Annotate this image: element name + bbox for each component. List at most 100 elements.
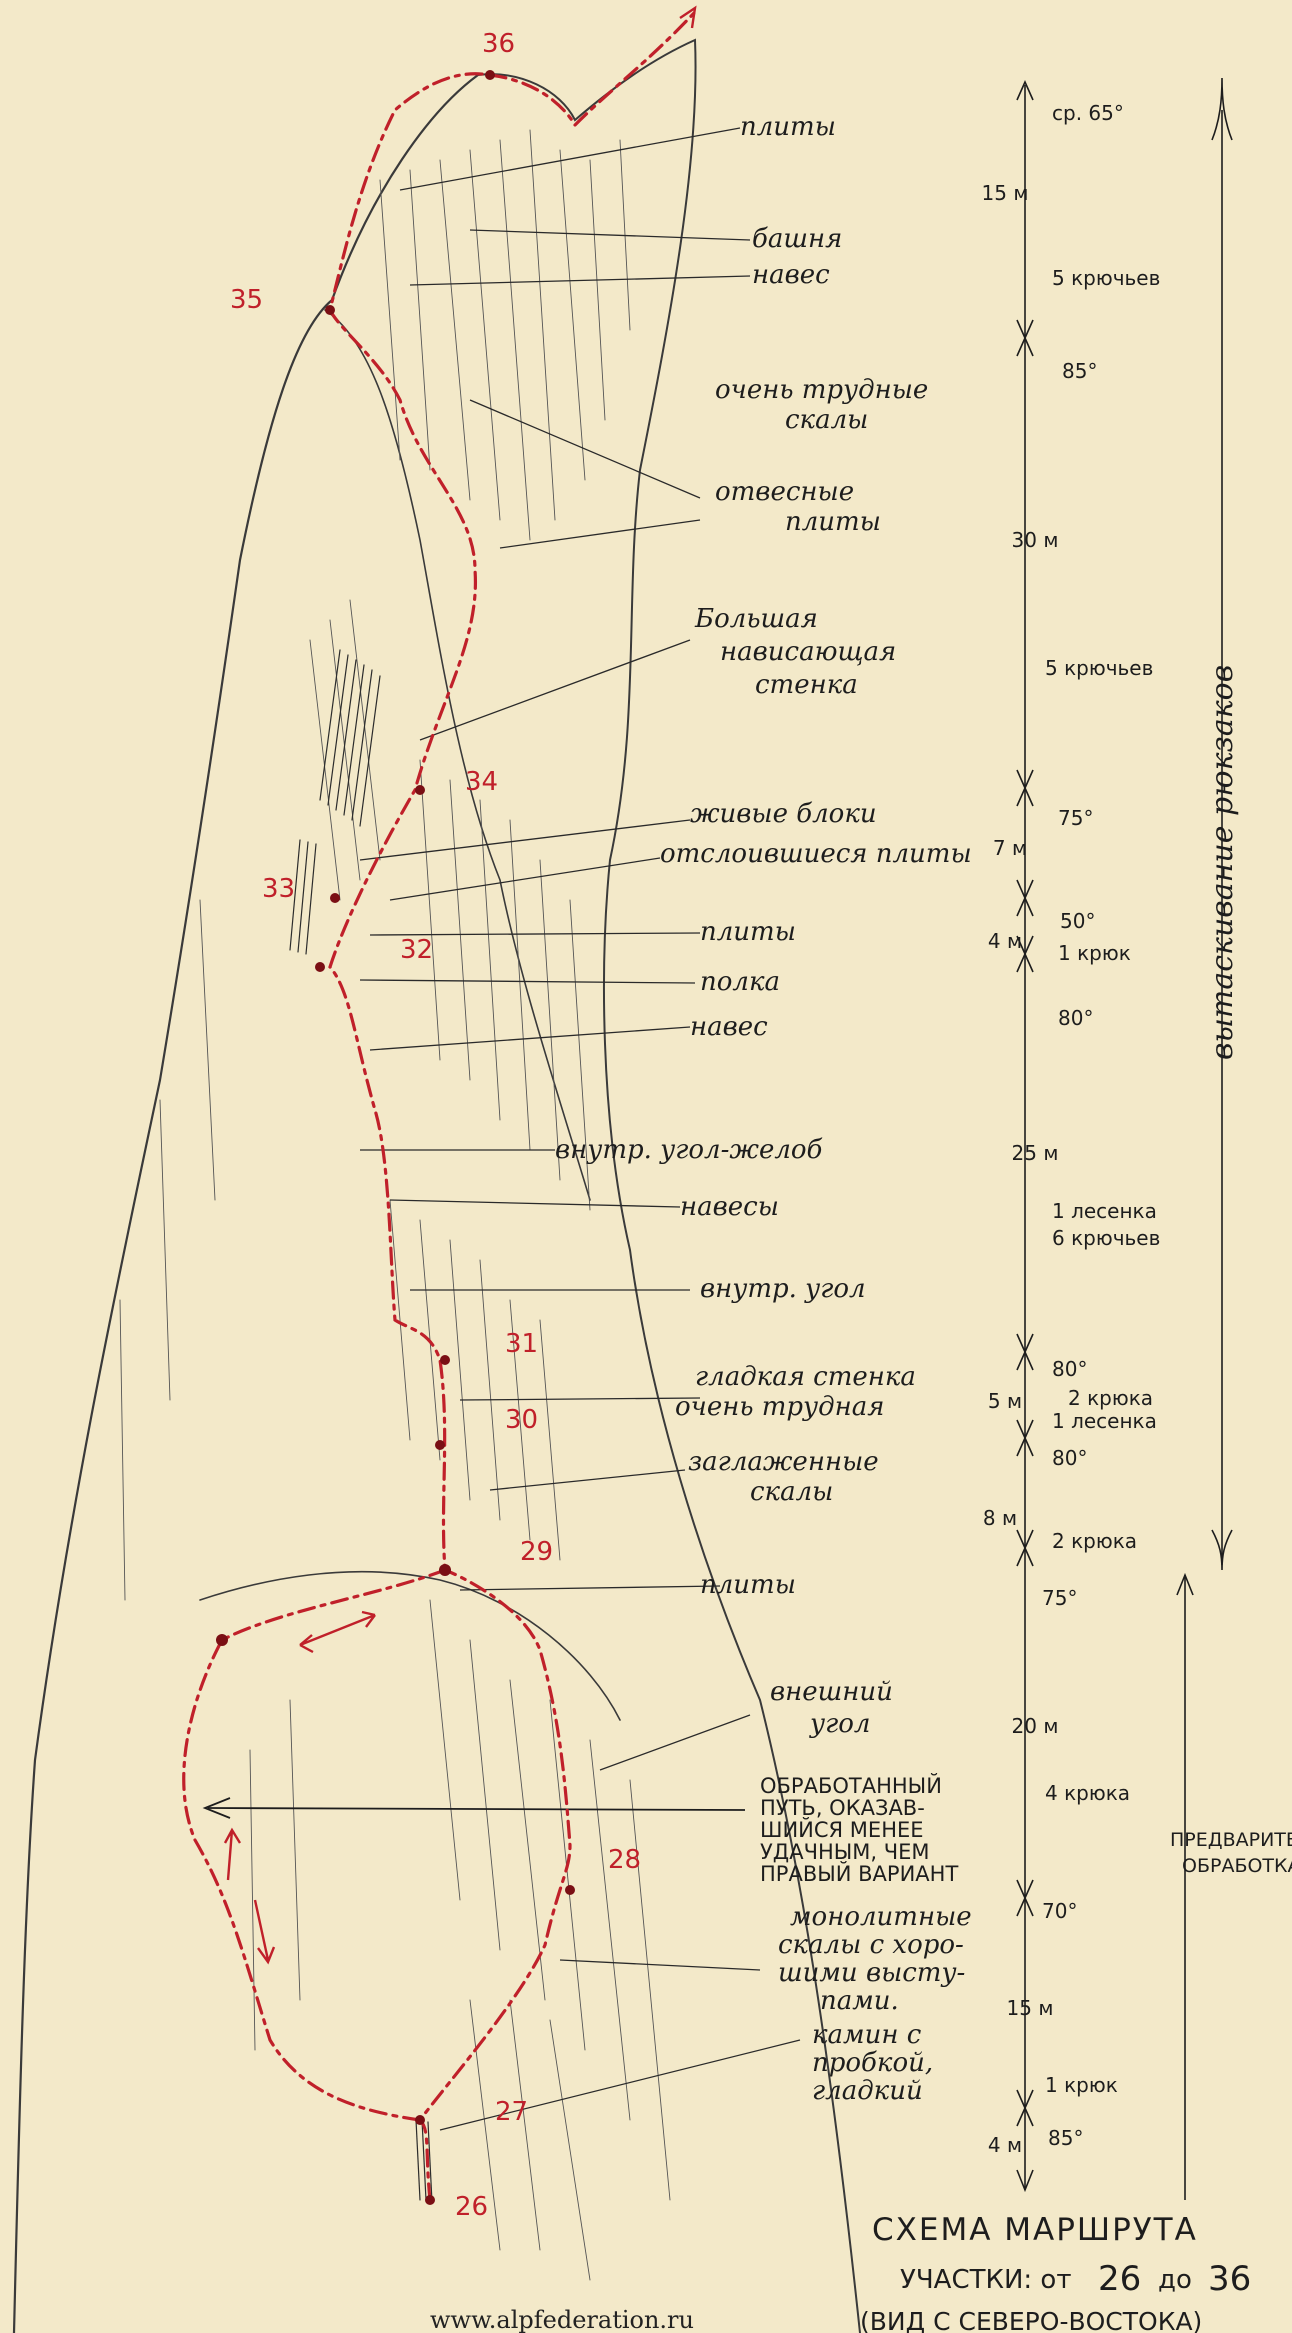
scale-ladder-1b: 1 лесенка (1052, 1409, 1157, 1433)
label-chimney-1: камин с (812, 2020, 922, 2050)
route-point-26 (425, 2195, 435, 2205)
scale-top-arrowhead (1016, 80, 1034, 101)
scale-len-15m-low: 15 м (1007, 1996, 1054, 2020)
label-plity-mid: плиты (700, 917, 796, 947)
label-monolithic-3: шими высту- (778, 1958, 965, 1988)
leader-lines (359, 127, 801, 2131)
label-monolithic-4: пами. (820, 1986, 899, 2016)
route-point-31 (440, 1355, 450, 1365)
label-vertical-slabs-2: плиты (785, 507, 881, 537)
route-point-27 (415, 2115, 425, 2125)
scale-ladder-1a: 1 лесенка (1052, 1199, 1157, 1223)
preprocessing-note-1: ПРЕДВАРИТЕЛЬ (1170, 1829, 1292, 1851)
scale-division-marks (1016, 319, 1034, 2127)
scale-angle-85a: 85° (1062, 359, 1097, 383)
shaded-recess (289, 649, 433, 2203)
alt-route-arrow-head (202, 1797, 231, 1819)
label-monolithic-2: скалы с хоро- (778, 1930, 964, 1960)
point-label-30: 30 (505, 1405, 538, 1435)
label-smooth-wall-1: гладкая стенка (695, 1362, 916, 1392)
rock-outline-right-top (477, 38, 861, 2333)
label-chimney-2: пробкой, (812, 2048, 933, 2078)
scale-len-8m: 8 м (983, 1506, 1017, 1530)
label-naves-top: навес (752, 260, 830, 290)
title-block: СХЕМА МАРШРУТА УЧАСТКИ: от 26 до 36 (ВИД… (430, 2212, 1251, 2333)
hauling-note: вытаскивание рюкзаков (1205, 665, 1240, 1060)
route-point-labels: 36 35 34 33 32 31 30 29 28 27 26 (230, 29, 641, 2222)
scale-pegs-6: 6 крючьев (1052, 1226, 1160, 1250)
label-naves-mid: навес (690, 1012, 768, 1042)
scale-angle-75a: 75° (1058, 806, 1093, 830)
route-top-arrowhead (679, 5, 697, 29)
scale-len-7m: 7 м (993, 836, 1027, 860)
route-points (216, 70, 575, 2205)
point-label-28: 28 (608, 1845, 641, 1875)
scale-pegs-4: 4 крюка (1045, 1781, 1130, 1805)
point-label-26: 26 (455, 2192, 488, 2222)
pitch-scale-labels: ср. 65° 15 м 5 крючьев 85° 30 м 5 крючье… (982, 101, 1161, 2157)
label-worked-path-5: правый вариант (760, 1861, 958, 1886)
scale-len-15m-top: 15 м (982, 181, 1029, 205)
scale-len-5m: 5 м (988, 1389, 1022, 1413)
subtitle-to-word: до (1158, 2265, 1192, 2295)
scale-angle-80c: 80° (1052, 1446, 1087, 1470)
route-double-arrow (299, 1610, 376, 1654)
scale-len-4m-mid: 4 м (988, 929, 1022, 953)
route-point-alt (216, 1634, 228, 1646)
scale-pegs-2a: 2 крюка (1068, 1386, 1153, 1410)
label-vertical-slabs-1: отвесные (715, 477, 854, 507)
route-arrow-down (253, 1899, 276, 1965)
alt-route-arrow (202, 1797, 746, 1819)
label-plity-top: плиты (740, 112, 836, 142)
route-point-33 (330, 893, 340, 903)
scale-len-30m: 30 м (1012, 528, 1059, 552)
label-bashnya: башня (752, 224, 842, 254)
subtitle-to: 36 (1208, 2259, 1251, 2299)
label-smooth-wall-2: очень трудная (675, 1392, 884, 1422)
scale-pegs-5a: 5 крючьев (1052, 266, 1160, 290)
website-watermark: www.alpfederation.ru (430, 2306, 694, 2333)
scale-pegs-2b: 2 крюка (1052, 1529, 1137, 1553)
route-alt-left (182, 1568, 447, 2122)
label-worked-path-4: удачным, чем (760, 1840, 930, 1864)
label-plity-low: плиты (700, 1570, 796, 1600)
label-worked-path-1: обработанный (760, 1773, 942, 1798)
label-monolithic-1: монолитные (790, 1902, 972, 1932)
route-top-exit (488, 10, 697, 128)
preprocessing-note-2: ОБРАБОТКА (1182, 1855, 1292, 1877)
pitch-scale (1016, 80, 1034, 2193)
scale-angle-75b: 75° (1042, 1586, 1077, 1610)
route-point-34 (415, 785, 425, 795)
point-label-31: 31 (505, 1329, 538, 1359)
route-point-36 (485, 70, 495, 80)
preprocessing-bracket-arrow (1176, 1572, 1194, 1596)
label-outer-corner-2: угол (809, 1709, 870, 1739)
scale-len-20m: 20 м (1012, 1714, 1059, 1738)
scale-angle-80a: 80° (1058, 1006, 1093, 1030)
route-arrow-up (223, 1827, 242, 1881)
point-label-27: 27 (495, 2097, 528, 2127)
rock-lower-slab (199, 1570, 621, 1721)
label-detached-slabs: отслоившиеся плиты (660, 839, 972, 869)
route-point-32 (315, 962, 325, 972)
point-label-36: 36 (482, 29, 515, 59)
label-inner-corner: внутр. угол (700, 1274, 866, 1304)
rock-secondary-ridge (324, 309, 591, 1201)
label-very-hard-rocks-1: очень трудные (715, 375, 928, 405)
scale-len-4m-low: 4 м (988, 2133, 1022, 2157)
alt-route-arrow-line (207, 1807, 746, 1811)
scale-len-25m: 25 м (1012, 1141, 1059, 1165)
subtitle-prefix: УЧАСТКИ: от (900, 2265, 1071, 2295)
label-worked-path-2: путь, оказав- (760, 1796, 925, 1820)
preprocessing-bracket (1176, 1572, 1194, 2200)
annotation-labels: плиты башня навес очень трудные скалы от… (555, 112, 972, 2106)
route-point-35 (325, 305, 335, 315)
label-inner-corner-gutter: внутр. угол-желоб (555, 1135, 823, 1165)
route-arrows (223, 5, 697, 1965)
subtitle-from: 26 (1098, 2259, 1141, 2299)
route-point-28 (565, 1885, 575, 1895)
label-polka: полка (700, 967, 780, 997)
scale-angle-85b: 85° (1048, 2126, 1083, 2150)
rock-outline-left (12, 73, 480, 2333)
